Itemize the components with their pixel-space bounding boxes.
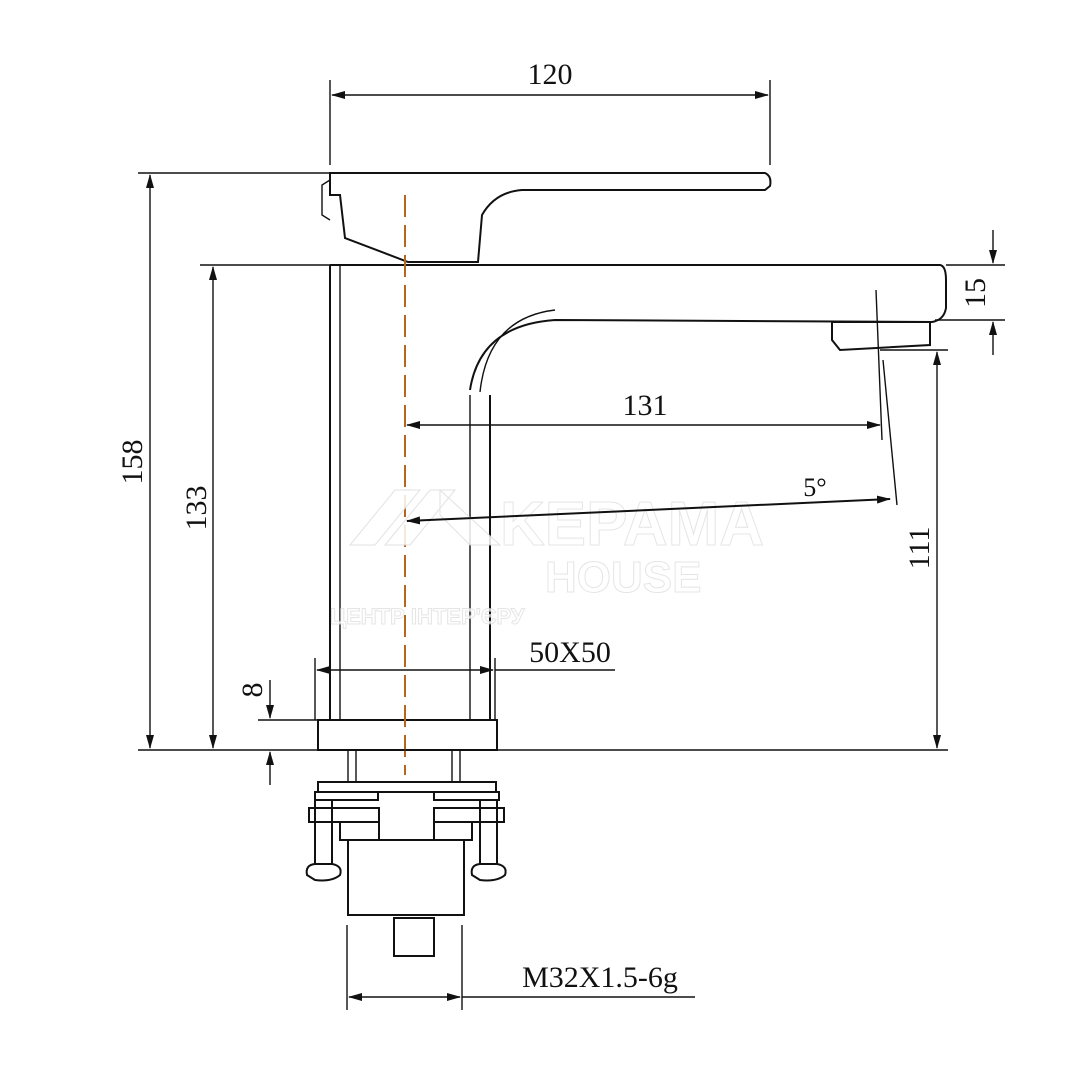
spout: [330, 264, 947, 391]
dim-spout-angle: 5°: [803, 473, 826, 502]
dim-spout-height: 133: [180, 486, 213, 531]
watermark-logo: KEPAMA HOUSE ЦЕНТР ІНТЕР'ЄРУ: [330, 488, 765, 630]
aerator: [831, 321, 931, 352]
watermark-brand: KEPAMA: [500, 490, 764, 559]
base-plate: [317, 719, 498, 751]
dimension-lines: [138, 80, 1005, 1010]
dim-thread: M32X1.5-6g: [522, 961, 678, 994]
watermark-brand-2: HOUSE: [545, 553, 701, 602]
dim-body-section: 50X50: [529, 636, 611, 669]
watermark-tagline: ЦЕНТР ІНТЕР'ЄРУ: [330, 604, 525, 629]
body: [329, 265, 491, 720]
dim-spout-reach: 131: [623, 389, 668, 422]
dim-outlet-height: 111: [903, 527, 936, 570]
mounting-kit: [305, 750, 507, 957]
dim-spout-thickness: 15: [959, 278, 992, 308]
dim-handle-length: 120: [528, 58, 573, 91]
lever-handle: [329, 172, 772, 263]
dim-total-height: 158: [116, 440, 149, 485]
dim-base-thickness: 8: [236, 683, 269, 698]
